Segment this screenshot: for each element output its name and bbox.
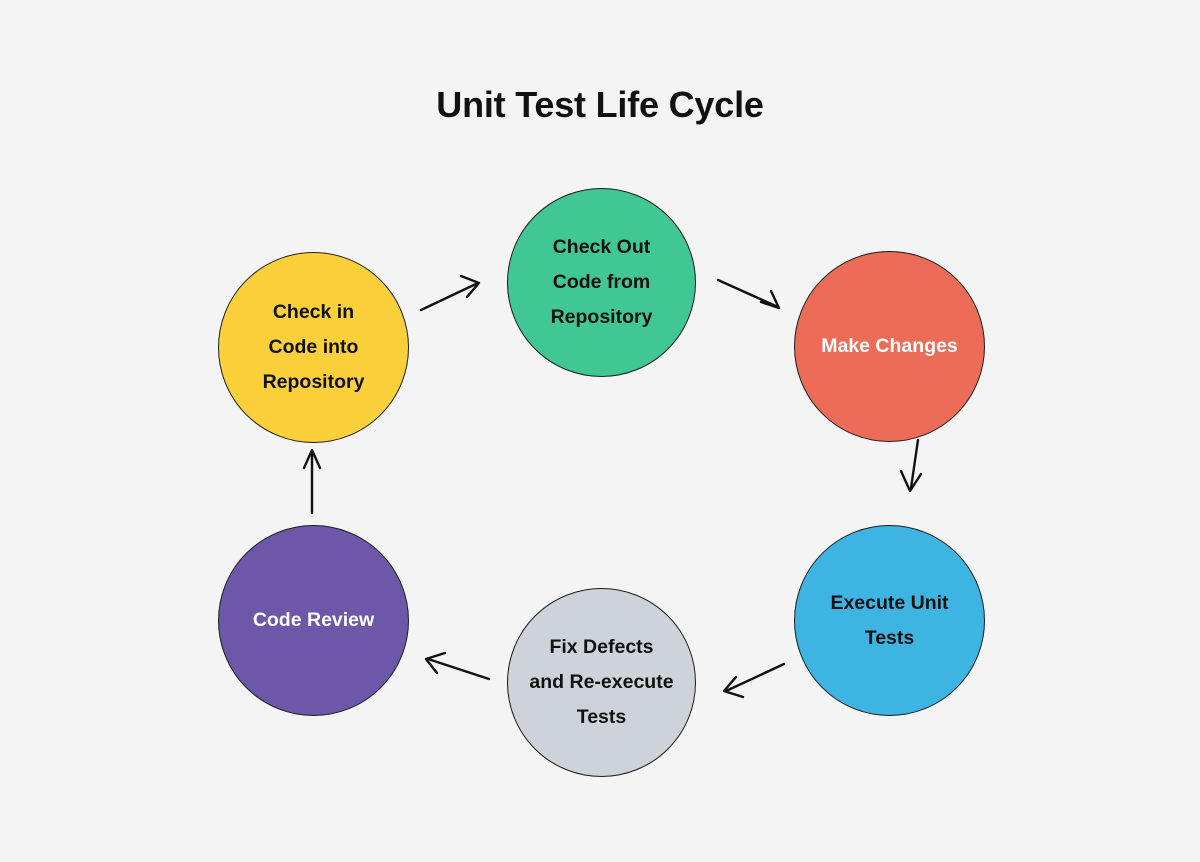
node-make-changes[interactable]: Make Changes: [794, 251, 985, 442]
connector-fix-to-review: [424, 651, 491, 681]
connector-review-to-check-in: [302, 448, 322, 515]
node-label-fix-defects: Fix Defects and Re-execute Tests: [529, 636, 674, 728]
node-label-execute-unit-tests: Execute Unit Tests: [830, 591, 949, 649]
connector-execute-to-fix: [722, 662, 786, 699]
node-label-check-in-code: Check in Code into Repository: [262, 301, 365, 393]
node-check-in-code[interactable]: Check in Code into Repository: [218, 252, 409, 443]
connector-check-out-to-make: [716, 278, 781, 310]
node-label-check-out-code: Check Out Code from Repository: [550, 236, 653, 328]
node-check-out-code[interactable]: Check Out Code from Repository: [507, 188, 696, 377]
node-fix-defects[interactable]: Fix Defects and Re-execute Tests: [507, 588, 696, 777]
node-code-review[interactable]: Code Review: [218, 525, 409, 716]
node-label-code-review: Code Review: [252, 609, 375, 631]
connector-check-in-to-check-out: [419, 274, 481, 312]
node-label-make-changes: Make Changes: [821, 335, 958, 357]
connector-make-to-execute: [899, 438, 923, 493]
page-title: Unit Test Life Cycle: [436, 84, 764, 125]
node-execute-unit-tests[interactable]: Execute Unit Tests: [794, 525, 985, 716]
